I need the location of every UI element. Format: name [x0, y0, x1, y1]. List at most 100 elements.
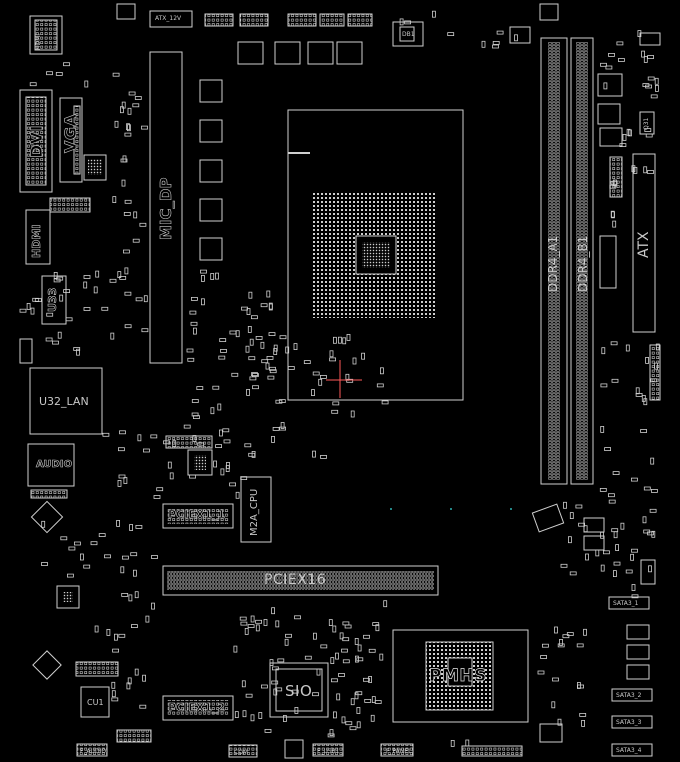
passive-pad — [560, 563, 568, 568]
passive-pad — [190, 321, 198, 326]
passive-pad — [150, 434, 158, 439]
passive-pad — [151, 555, 158, 559]
passive-pad — [189, 474, 197, 479]
passive-pad — [145, 615, 150, 623]
passive-pad — [620, 522, 625, 530]
passive-pad — [595, 549, 600, 557]
passive-pad — [124, 324, 132, 329]
passive-pad — [610, 341, 618, 346]
passive-pad — [120, 566, 125, 574]
passive-pad — [362, 677, 370, 682]
passive-pad — [559, 639, 563, 646]
passive-pad — [74, 541, 81, 546]
passive-pad — [329, 350, 334, 358]
passive-pad — [319, 374, 327, 379]
passive-pad — [337, 336, 342, 344]
passive-pad — [112, 648, 119, 653]
passive-pad — [271, 607, 276, 615]
passive-pad — [233, 645, 238, 653]
passive-pad — [244, 628, 249, 635]
passive-pad — [63, 62, 70, 67]
passive-pad — [643, 529, 651, 534]
passive-pad — [187, 357, 195, 362]
passive-pad — [651, 530, 656, 538]
passive-pad — [625, 569, 633, 574]
passive-pad — [581, 720, 585, 727]
passive-pad — [53, 278, 61, 283]
passive-pad — [611, 378, 619, 383]
passive-pad — [364, 699, 372, 703]
passive-pad — [264, 729, 272, 733]
passive-pad — [153, 495, 161, 499]
passive-pad — [34, 298, 42, 303]
passive-pad — [245, 693, 253, 698]
dvi-connector — [19, 89, 53, 193]
passive-pad — [465, 739, 470, 747]
passive-pad — [615, 544, 619, 551]
passive-pad — [132, 238, 140, 243]
passive-pad — [119, 430, 126, 435]
passive-pad — [68, 546, 76, 551]
passive-pad — [261, 359, 269, 364]
passive-pad — [218, 429, 223, 437]
passive-pad — [618, 58, 625, 62]
passive-pad — [234, 711, 239, 718]
sata-1-label: SATA3_1 — [613, 600, 639, 607]
passive-pad — [67, 573, 74, 578]
passive-pad — [650, 378, 658, 383]
passive-pad — [111, 690, 116, 698]
passive-pad — [631, 584, 636, 591]
passive-pad — [258, 712, 263, 719]
passive-pad — [496, 30, 504, 35]
passive-pad — [273, 344, 278, 352]
passive-pad — [379, 367, 384, 375]
passive-pad — [53, 271, 58, 279]
passive-pad — [611, 528, 619, 533]
passive-pad — [83, 281, 88, 289]
cu1-label: CU1 — [87, 698, 104, 707]
passive-pad — [271, 680, 279, 685]
passive-pad — [608, 499, 616, 504]
passive-pad — [102, 432, 110, 437]
sata-2-label: SATA3_2 — [616, 692, 642, 699]
passive-pad — [116, 520, 120, 527]
passive-pad — [335, 652, 339, 660]
passive-pad — [41, 562, 48, 566]
passive-pad — [141, 125, 148, 130]
passive-pad — [647, 170, 654, 174]
passive-pad — [210, 273, 215, 280]
passive-pad — [583, 628, 587, 636]
passive-pad — [169, 472, 174, 480]
passive-pad — [316, 668, 321, 676]
passive-pad — [255, 335, 263, 340]
passive-pad — [600, 383, 608, 388]
hdmi-connector — [25, 209, 51, 265]
passive-pad — [83, 564, 91, 569]
passive-pad — [235, 491, 240, 499]
passive-pad — [220, 348, 227, 353]
passive-pad — [84, 80, 89, 88]
passive-pad — [123, 211, 131, 216]
passive-pad — [263, 619, 268, 626]
passive-pad — [244, 443, 252, 448]
passive-pad — [191, 412, 199, 417]
passive-pad — [46, 71, 53, 76]
passive-pad — [328, 619, 333, 626]
passive-pad — [341, 716, 346, 724]
passive-pad — [338, 673, 345, 677]
passive-pad — [269, 366, 276, 371]
passive-pad — [643, 486, 651, 491]
passive-pad — [219, 338, 227, 343]
passive-pad — [578, 522, 585, 527]
atx-24pin-connector — [632, 153, 656, 333]
passive-pad — [93, 286, 98, 294]
passive-pad — [613, 561, 621, 566]
passive-pad — [294, 615, 301, 620]
passive-pad — [610, 180, 618, 185]
passive-pad — [331, 409, 339, 414]
passive-pad — [631, 165, 636, 173]
passive-pad — [120, 158, 128, 163]
passive-pad — [121, 101, 126, 109]
atx-label: ATX — [636, 231, 652, 258]
passive-pad — [135, 297, 143, 302]
